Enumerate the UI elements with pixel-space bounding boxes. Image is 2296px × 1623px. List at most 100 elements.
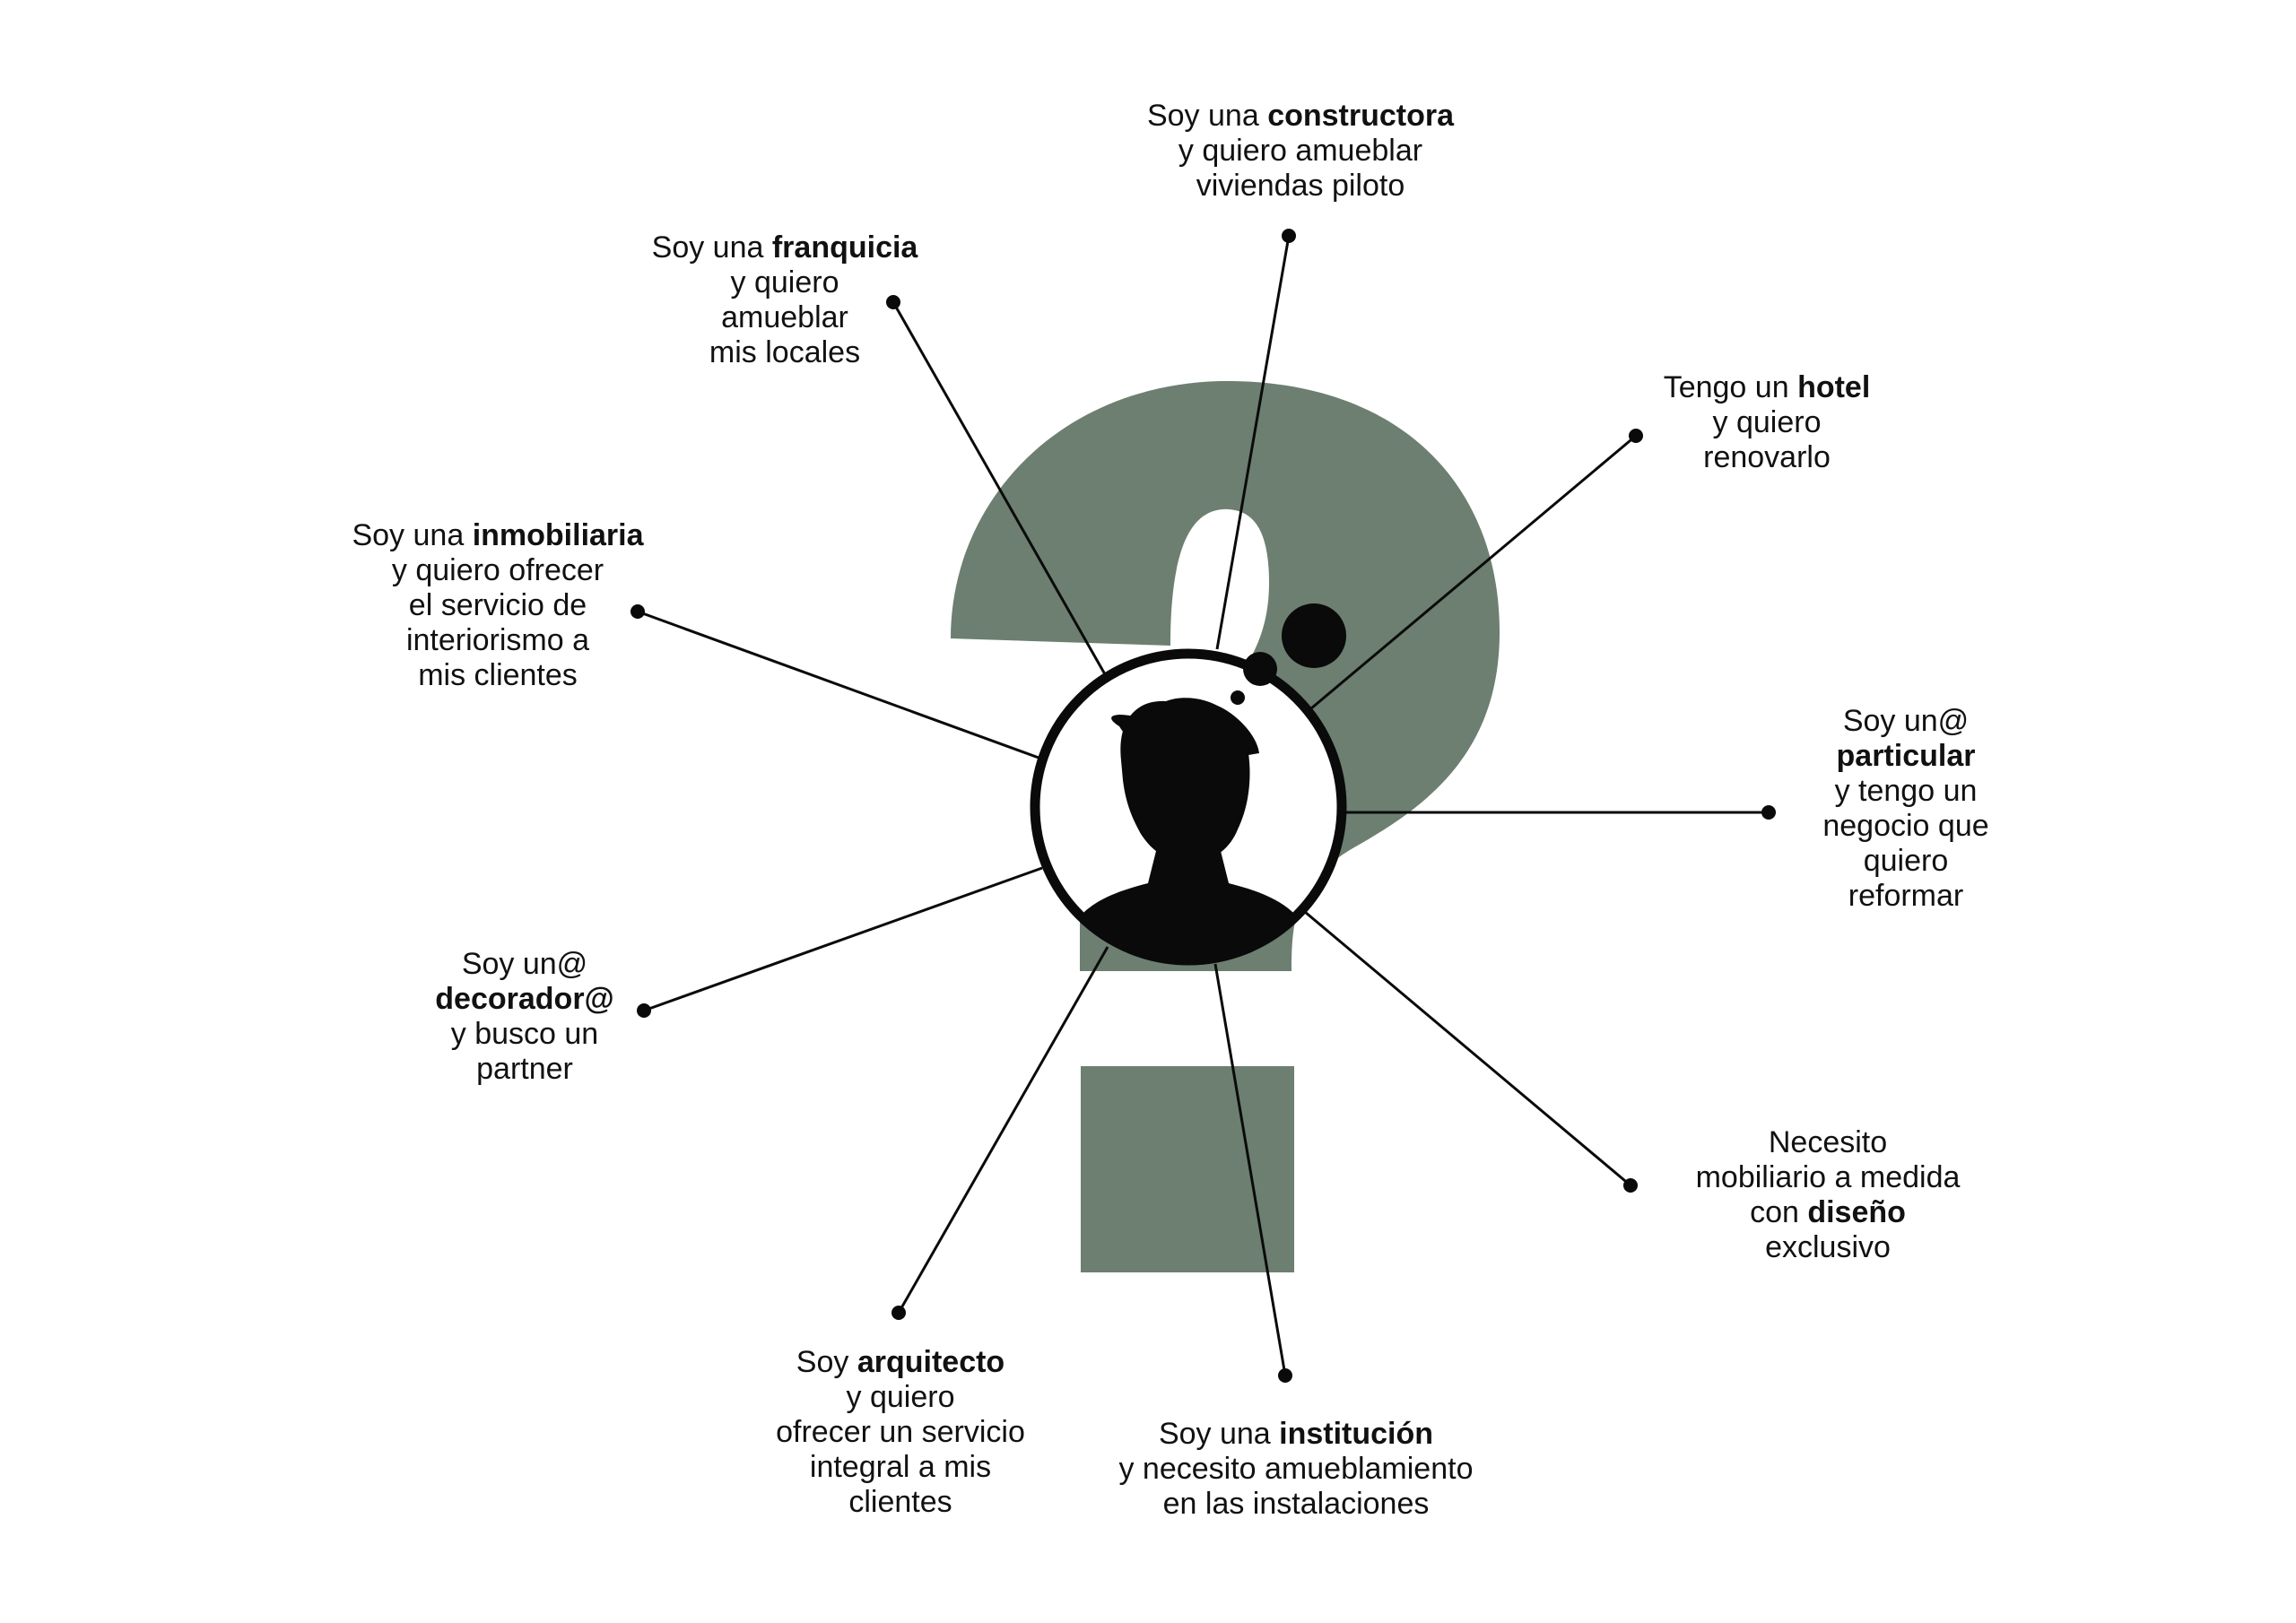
label-line: y necesito amueblamiento bbox=[1045, 1452, 1547, 1487]
label-line: y quiero bbox=[1578, 405, 1955, 440]
label-text: Soy una bbox=[352, 518, 473, 552]
label-text: en las instalaciones bbox=[1162, 1487, 1430, 1521]
label-line: Soy arquitecto bbox=[685, 1345, 1116, 1380]
label-text: quiero bbox=[1863, 844, 1949, 878]
label-line: Soy una franquicia bbox=[596, 230, 973, 265]
connector-franquicia bbox=[891, 301, 1107, 675]
connector-inmobiliaria bbox=[637, 610, 1039, 759]
label-line: mobiliario a medida bbox=[1622, 1160, 2034, 1195]
label-keyword: arquitecto bbox=[857, 1345, 1005, 1379]
connector-hotel bbox=[1310, 434, 1637, 710]
connector-decorador bbox=[643, 866, 1043, 1012]
label-text: mis locales bbox=[709, 335, 861, 369]
label-line: ofrecer un servicio bbox=[685, 1415, 1116, 1450]
label-line: Soy una inmobiliaria bbox=[291, 518, 704, 553]
person-circle bbox=[1030, 648, 1347, 966]
person-body bbox=[1058, 847, 1318, 959]
label-text: mobiliario a medida bbox=[1695, 1160, 1961, 1194]
label-line: clientes bbox=[685, 1485, 1116, 1520]
connector-institucion bbox=[1213, 963, 1287, 1376]
label-text: interiorismo a bbox=[405, 623, 590, 657]
label-text: Soy un@ bbox=[461, 947, 588, 981]
label-text: y quiero bbox=[730, 265, 839, 299]
thought-bubble-medium bbox=[1243, 652, 1277, 686]
label-line: y quiero bbox=[685, 1380, 1116, 1415]
label-text: integral a mis bbox=[809, 1450, 992, 1484]
label-line: quiero bbox=[1744, 844, 2067, 879]
label-line: y quiero bbox=[596, 265, 973, 300]
label-text: Soy una bbox=[651, 230, 772, 265]
dot-particular bbox=[1761, 805, 1776, 820]
label-line: integral a mis bbox=[685, 1450, 1116, 1485]
label-line: Soy un@ bbox=[363, 947, 686, 982]
label-keyword: particular bbox=[1836, 739, 1976, 773]
dot-franquicia bbox=[886, 295, 900, 309]
label-text: renovarlo bbox=[1703, 440, 1831, 474]
connector-arquitecto bbox=[897, 946, 1109, 1314]
person-silhouette-icon bbox=[1058, 698, 1318, 959]
label-keyword: diseño bbox=[1807, 1195, 1906, 1229]
label-text: y tengo un bbox=[1834, 774, 1978, 808]
connector-dots bbox=[631, 229, 1776, 1383]
label-text: Soy una bbox=[1146, 99, 1268, 133]
label-line: negocio que bbox=[1744, 809, 2067, 844]
label-keyword: institución bbox=[1279, 1417, 1434, 1451]
label-text: con bbox=[1750, 1195, 1808, 1229]
thought-bubble-large bbox=[1282, 603, 1346, 668]
label-text: viviendas piloto bbox=[1196, 169, 1405, 203]
label-line: decorador@ bbox=[363, 982, 686, 1017]
label-keyword: decorador@ bbox=[435, 982, 614, 1016]
dot-hotel bbox=[1629, 429, 1643, 443]
label-line: y busco un bbox=[363, 1017, 686, 1052]
label-line: exclusivo bbox=[1622, 1230, 2034, 1265]
connector-lines bbox=[637, 235, 1769, 1376]
label-text: ofrecer un servicio bbox=[776, 1415, 1025, 1449]
question-mark-dot bbox=[1081, 1066, 1294, 1272]
label-keyword: constructora bbox=[1267, 99, 1455, 133]
person-head bbox=[1120, 698, 1256, 863]
label-text: Soy una bbox=[1158, 1417, 1280, 1451]
label-line: interiorismo a bbox=[291, 623, 704, 658]
label-text: y quiero bbox=[1712, 405, 1822, 439]
dot-inmobiliaria bbox=[631, 604, 645, 619]
label-keyword: franquicia bbox=[771, 230, 918, 265]
label-line: Soy una institución bbox=[1045, 1417, 1547, 1452]
label-text: partner bbox=[476, 1052, 573, 1086]
label-text: Tengo un bbox=[1663, 370, 1798, 404]
label-text: y quiero bbox=[846, 1380, 955, 1414]
dot-institucion bbox=[1278, 1368, 1292, 1383]
label-line: viviendas piloto bbox=[1049, 169, 1552, 204]
dot-decorador bbox=[637, 1003, 651, 1018]
label-line: reformar bbox=[1744, 879, 2067, 914]
connector-constructora bbox=[1215, 235, 1291, 650]
label-line: amueblar bbox=[596, 300, 973, 335]
label-line: partner bbox=[363, 1052, 686, 1087]
thought-bubble-icon bbox=[1231, 603, 1346, 705]
label-line: con diseño bbox=[1622, 1195, 2034, 1230]
label-line: y quiero ofrecer bbox=[291, 553, 704, 588]
label-text: mis clientes bbox=[418, 658, 578, 692]
label-keyword: hotel bbox=[1797, 370, 1871, 404]
person-hair bbox=[1111, 699, 1259, 755]
label-line: particular bbox=[1744, 739, 2067, 774]
label-line: y tengo un bbox=[1744, 774, 2067, 809]
label-text: clientes bbox=[848, 1485, 952, 1519]
label-text: y quiero ofrecer bbox=[391, 553, 604, 587]
dot-diseno bbox=[1623, 1178, 1638, 1193]
label-text: y busco un bbox=[450, 1017, 599, 1051]
dot-constructora bbox=[1282, 229, 1296, 243]
label-text: el servicio de bbox=[408, 588, 587, 622]
label-line: Necesito bbox=[1622, 1125, 2034, 1160]
label-text: amueblar bbox=[721, 300, 848, 334]
label-text: Soy un@ bbox=[1842, 704, 1970, 738]
label-text: Soy bbox=[796, 1345, 857, 1379]
label-line: el servicio de bbox=[291, 588, 704, 623]
question-mark-hook bbox=[951, 380, 1500, 971]
